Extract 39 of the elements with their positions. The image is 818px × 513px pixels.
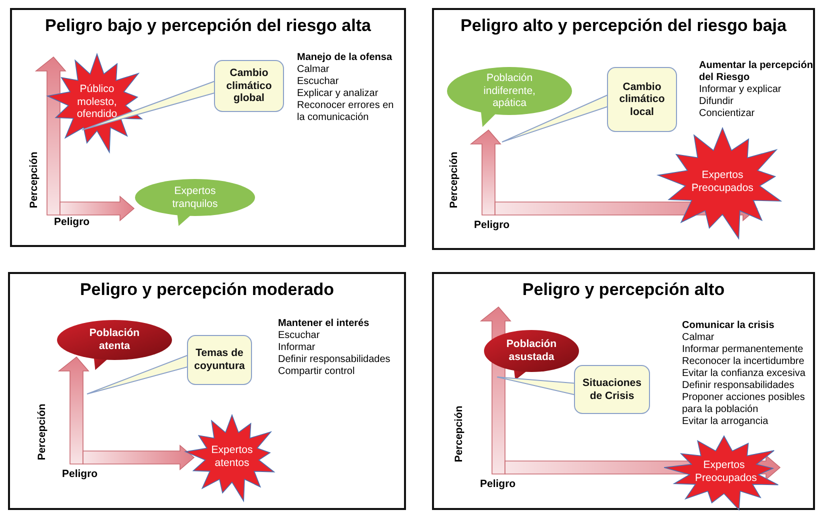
list-item: Concientizar (699, 108, 756, 120)
callout-box: Situaciones de Crisis (497, 365, 650, 414)
panel-frame (10, 8, 406, 247)
list-item: Explicar y analizar (297, 88, 380, 100)
list-item: Compartir control (278, 366, 356, 378)
axis-label: Percepción (28, 152, 40, 208)
axis-label: Percepción (448, 152, 460, 208)
list-item: Reconocer la incertidumbre (682, 356, 806, 368)
list-item: Escuchar (278, 330, 321, 342)
list-item: Reconocer errores en la comunicación (297, 100, 395, 124)
list-item: Proponer acciones posibles para la población (682, 392, 806, 416)
list-item: Evitar la confianza excesiva (682, 368, 806, 380)
list-heading: Aumentar la percepción del Riesgo (699, 60, 814, 84)
axis-label: Percepción (453, 406, 465, 462)
panel-title: Peligro y percepción moderado (80, 280, 334, 300)
panel-title: Peligro alto y percepción del riesgo baja (460, 16, 786, 36)
panel-frame (432, 272, 815, 510)
list-item: Difundir (699, 96, 734, 108)
panel-title: Peligro bajo y percepción del riesgo alta (45, 16, 371, 36)
panel-frame (432, 8, 815, 250)
list-item: Evitar la arrogancia (682, 416, 770, 428)
axis-label: Peligro (474, 219, 510, 231)
list-item: Definir responsabilidades (278, 354, 392, 366)
axis-label: Peligro (480, 478, 516, 490)
panel-title: Peligro y percepción alto (522, 280, 725, 300)
axis-label: Peligro (54, 216, 90, 228)
list-item: Informar permanentemente (682, 344, 804, 356)
list-item: Calmar (297, 64, 330, 76)
axis-label: Percepción (36, 404, 48, 460)
list-item: Escuchar (297, 76, 340, 88)
list-heading: Manejo de la ofensa (297, 52, 394, 64)
list-heading: Comunicar la crisis (682, 320, 776, 332)
axis-label: Peligro (62, 468, 98, 480)
list-item: Definir responsabilidades (682, 380, 796, 392)
list-item: Informar y explicar (699, 84, 782, 96)
panel-frame (8, 272, 406, 510)
list-heading: Mantener el interés (278, 318, 370, 330)
list-item: Calmar (682, 332, 716, 344)
list-item: Informar (278, 342, 316, 354)
